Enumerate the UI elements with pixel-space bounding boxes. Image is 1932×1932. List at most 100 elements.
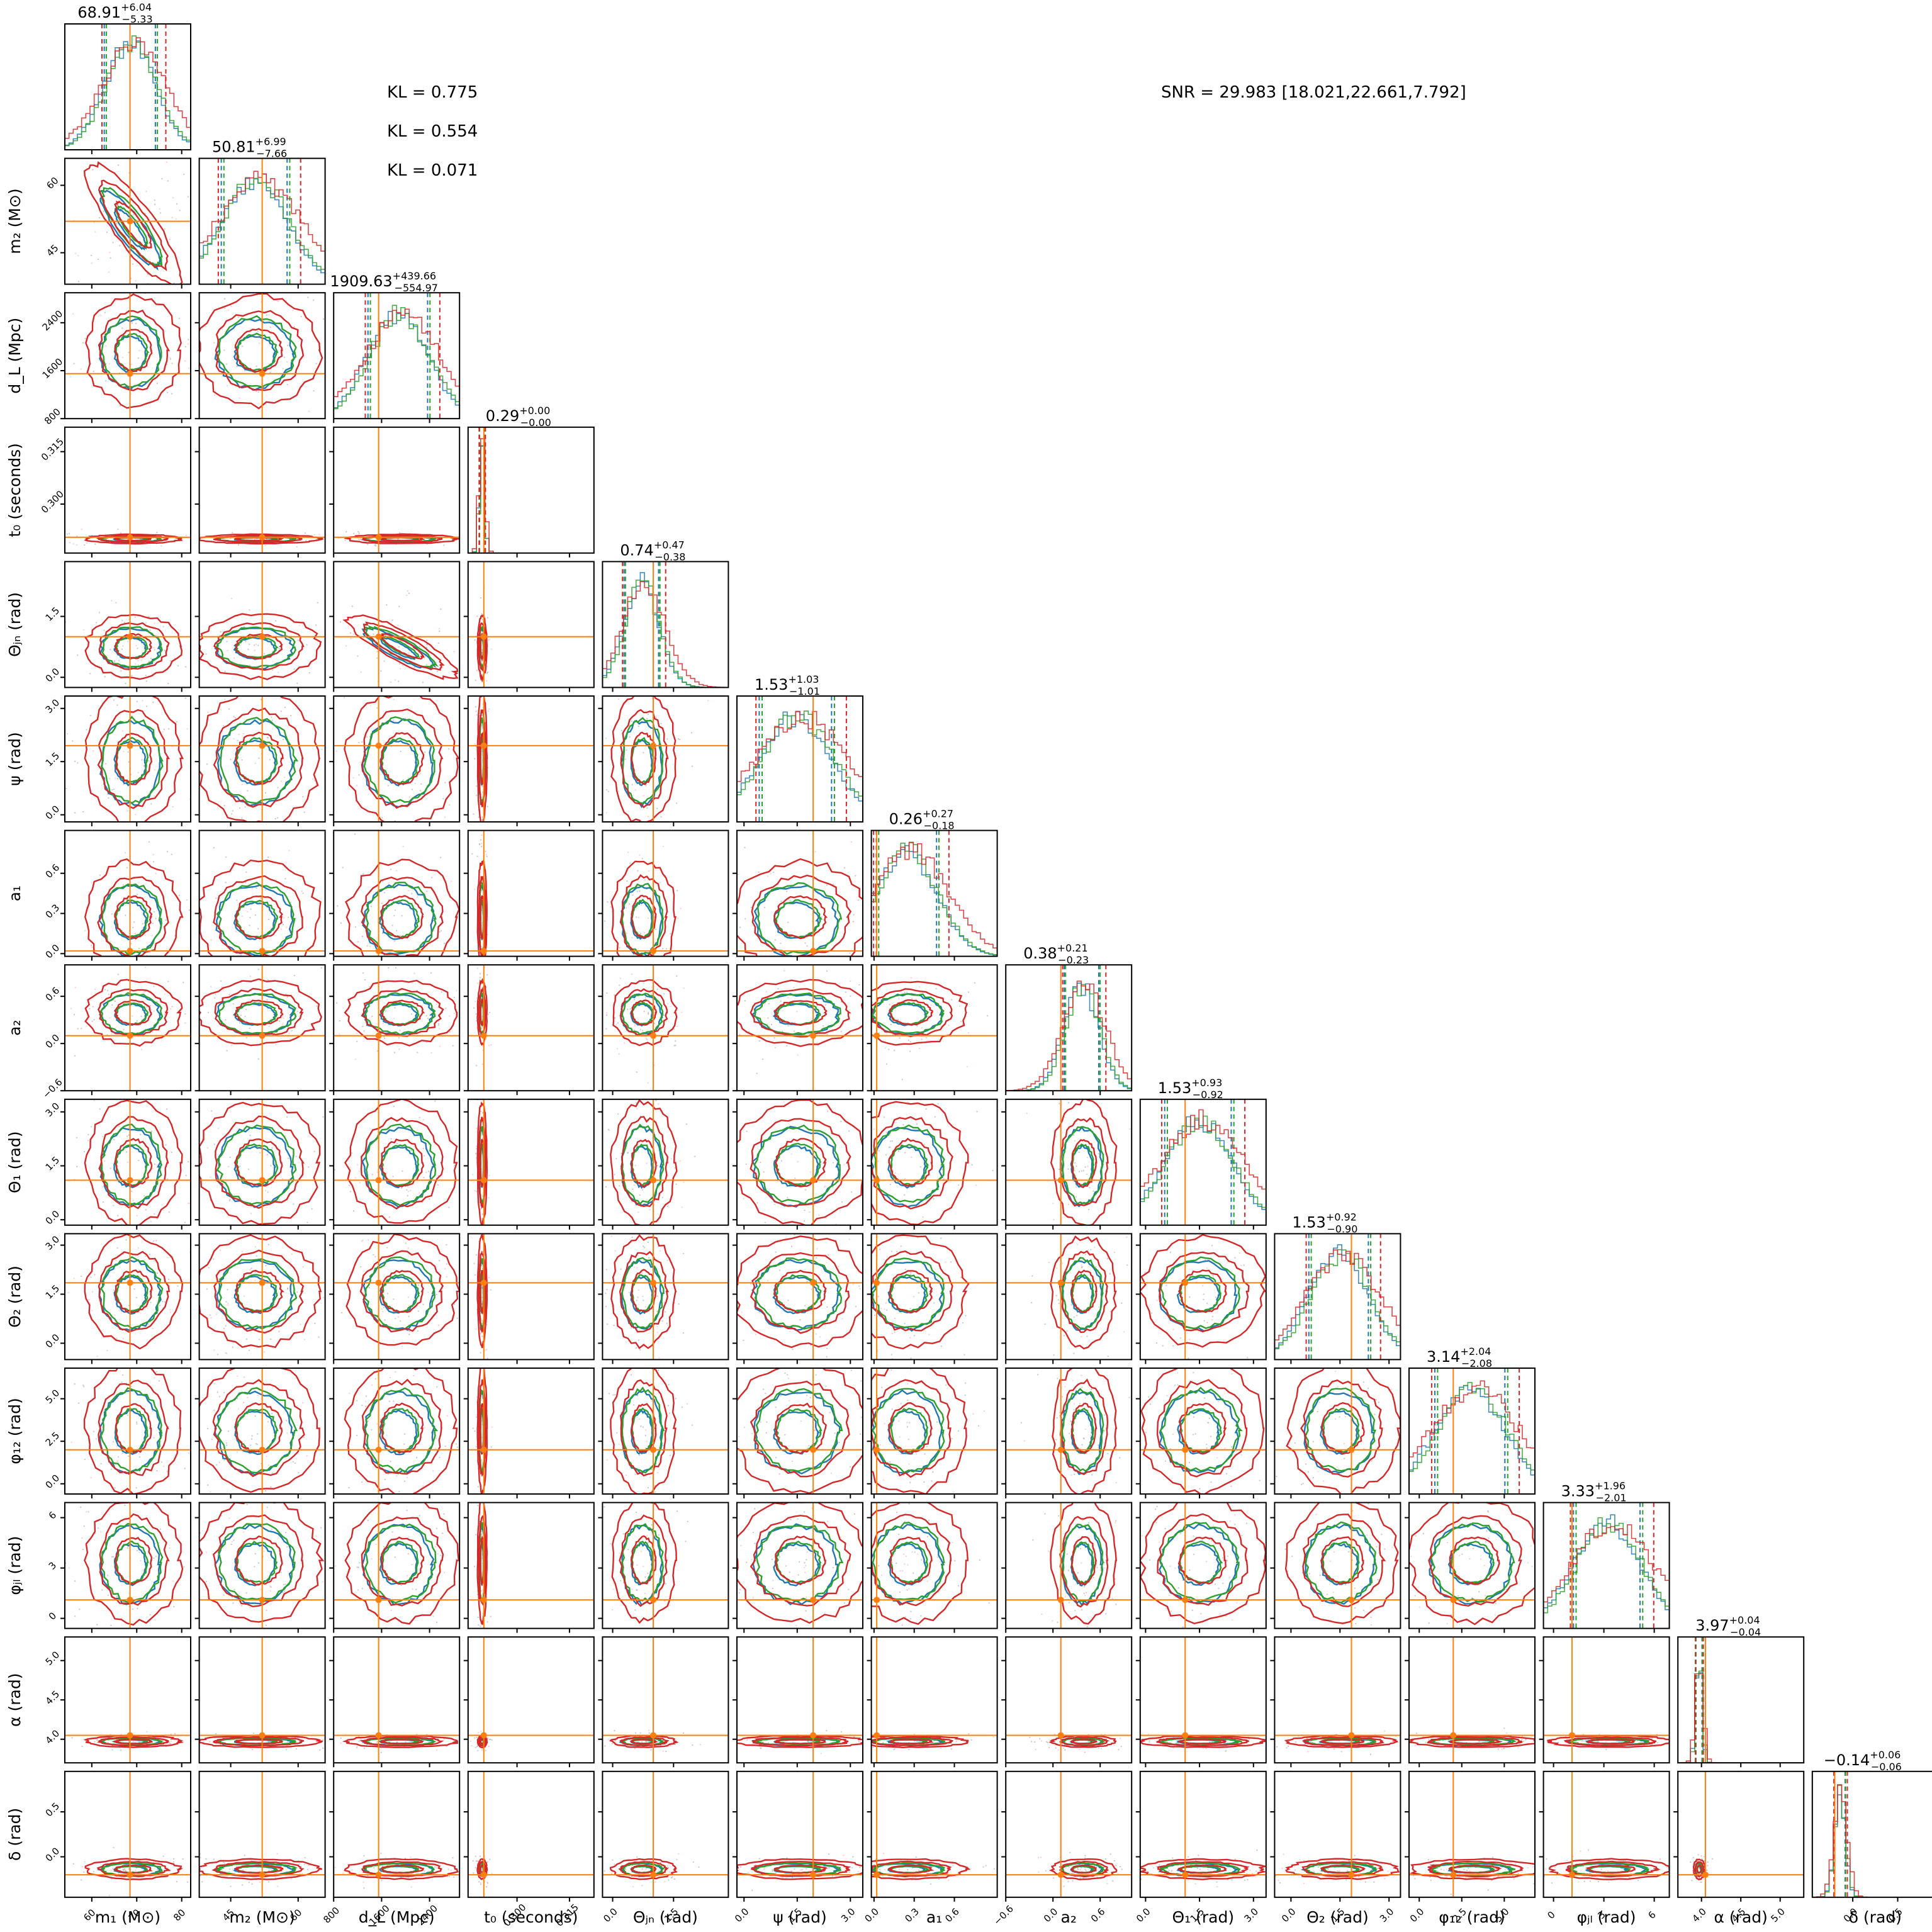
contour-theta_2-m1-2-0 [114,1269,153,1313]
sample-point [437,1023,440,1025]
sample-point [670,1237,671,1238]
truth-marker [1182,1446,1189,1453]
sample-point [900,1245,902,1247]
sample-point [773,1203,775,1206]
y-tick-label-t0: 0.300 [39,488,66,515]
sample-point [490,1446,492,1448]
sample-point [679,992,680,994]
sample-point [629,736,631,738]
sample-point [818,1214,820,1216]
sample-point [1093,1490,1095,1492]
sample-point [393,1400,395,1402]
sample-point [374,1255,376,1258]
contour-m2-m1-2-1 [98,179,169,271]
sample-point [475,1097,476,1098]
contour-a2-theta_jn-2-0 [631,999,657,1026]
sample-point [267,918,270,921]
sample-point [1144,1271,1146,1274]
sample-point [1344,1306,1345,1307]
sample-point [86,542,88,544]
sample-point [639,932,641,935]
sample-point [456,1446,459,1448]
sample-point [223,1459,225,1461]
sample-point [135,1421,138,1424]
sample-point [399,1030,401,1031]
sample-point [152,923,154,924]
sample-point [427,1171,430,1172]
sample-point [716,1403,717,1405]
sample-point [254,649,256,651]
sample-point [690,732,693,734]
sample-point [207,904,208,905]
sample-point [267,1421,269,1423]
sample-point [481,816,483,818]
sample-point [478,843,481,845]
sample-point [282,738,284,741]
sample-point [166,364,168,366]
sample-point [461,882,463,883]
sample-point [614,1016,616,1019]
sample-point [358,1171,360,1172]
sample-point [330,1132,332,1133]
sample-point [832,1162,834,1164]
panel-frame [1139,1368,1267,1495]
sample-point [269,759,271,761]
sample-point [486,857,488,858]
panel-frame [333,1098,461,1226]
sample-point [480,963,481,964]
sample-point [134,287,135,288]
sample-point [444,782,446,783]
sample-point [1081,1374,1082,1376]
sample-point [213,1383,215,1385]
sample-point [79,441,81,442]
contour-theta_1-psi-2-2 [737,1099,863,1225]
sample-point [393,1204,395,1206]
contour-t0-dL-2-2 [344,533,459,544]
sample-point [1179,1337,1181,1339]
contour-a2-psi-2-2 [737,979,863,1047]
sample-point [480,1333,481,1335]
sample-point [478,1083,480,1084]
sample-point [314,1322,316,1325]
sample-point [379,1418,382,1420]
sample-point [243,626,245,628]
sample-point [664,1311,666,1313]
sample-point [103,974,104,975]
sample-point [940,1345,943,1347]
contour-theta_jn-m2-2-1 [213,622,305,671]
contour-a1-t0-2-2 [476,860,488,957]
sample-point [72,543,74,545]
sample-point [162,731,164,733]
sample-point [361,935,364,938]
sample-point [227,963,228,964]
contour-theta_jn-dL-2-2 [342,614,459,680]
sample-point [76,544,78,546]
sample-point [619,946,621,949]
panel-phi_12-theta_jn [598,1368,729,1498]
panel-a2-dL [329,964,461,1096]
sample-point [221,442,222,443]
sample-point [298,1345,299,1347]
sample-point [418,1116,420,1119]
sample-point [617,845,619,846]
contour-theta_1-a1-2-1 [871,1116,953,1210]
sample-point [1218,1507,1219,1508]
contour-a1-psi-2-2 [737,858,863,957]
contour-a1-m1-2-2 [84,858,184,957]
sample-point [819,1336,821,1338]
sample-point [186,728,188,730]
sample-point [888,1147,890,1149]
sample-point [339,1033,340,1035]
sample-point [637,916,639,919]
sample-point [1107,1452,1109,1455]
sample-point [150,1009,153,1011]
sample-point [1087,1249,1089,1251]
sample-point [1059,1353,1060,1354]
sample-point [856,1115,857,1116]
sample-point [438,1259,441,1262]
y-tick-label-phi_12: 5.0 [43,1387,62,1406]
sample-point [72,313,74,315]
sample-point [891,1140,894,1142]
contour-theta_jn-m2-1-1 [216,626,296,668]
sample-point [354,926,357,928]
